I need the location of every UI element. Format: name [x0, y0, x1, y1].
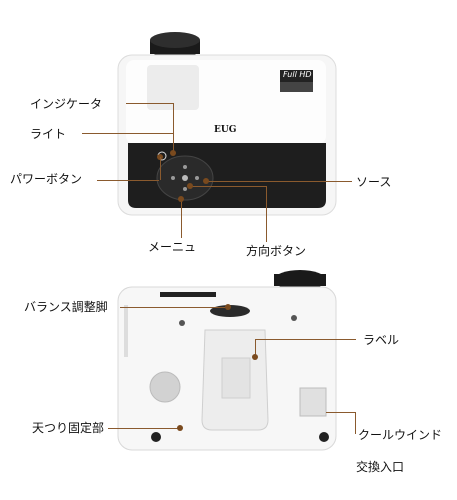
direction-button-label: 方向ボタン [246, 244, 307, 258]
direction-dot [187, 183, 193, 189]
label-leader [256, 339, 356, 340]
balance-foot-leader [120, 307, 227, 308]
brand-logo: EUG [214, 125, 237, 135]
indicator-leader-vertical [173, 103, 174, 153]
indicator-label: インジケータ [30, 97, 103, 111]
menu-label: メーニュ [148, 240, 197, 254]
fullhd-badge: Full HD [283, 70, 312, 79]
label-label: ラベル [363, 333, 400, 347]
indicator-dot [170, 150, 176, 156]
light-label: ライト [30, 127, 67, 141]
label-leader-vertical [255, 339, 256, 357]
power-leader [97, 180, 159, 181]
direction-leader-horizontal [190, 186, 267, 187]
source-label: ソース [356, 175, 392, 189]
source-leader [206, 181, 352, 182]
source-dot [203, 178, 209, 184]
ceiling-mount-leader [108, 428, 180, 429]
indicator-leader [126, 103, 174, 104]
cool-wind-leader-vertical [355, 412, 356, 434]
direction-leader [266, 186, 267, 242]
balance-foot-dot [225, 304, 231, 310]
projector-top-illustration [117, 32, 337, 216]
light-leader [82, 133, 174, 134]
menu-leader [181, 200, 182, 238]
menu-dot [178, 196, 184, 202]
ceiling-mount-label: 天つり固定部 [32, 421, 105, 435]
cool-wind-leader [326, 412, 356, 413]
cool-wind-label: クールウインド [358, 428, 443, 442]
label-dot [252, 354, 258, 360]
ceiling-mount-dot [177, 425, 183, 431]
balance-foot-label: バランス調整脚 [24, 300, 108, 314]
power-leader-vertical [160, 157, 161, 180]
exchange-inlet-label: 交換入口 [356, 460, 405, 474]
power-button-label: パワーボタン [10, 172, 83, 186]
